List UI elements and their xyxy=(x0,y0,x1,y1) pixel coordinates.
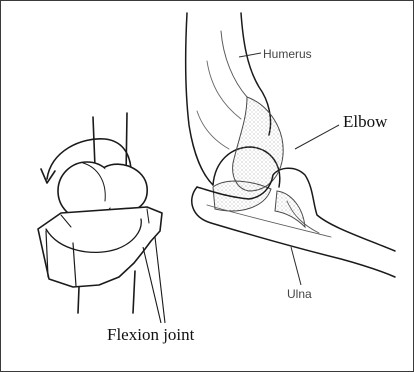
elbow-label: Elbow xyxy=(343,112,387,132)
ulna-cartilage xyxy=(275,191,305,227)
lower-rod-right xyxy=(133,271,135,313)
humerus-cartilage xyxy=(233,97,284,191)
flexion-joint-label: Flexion joint xyxy=(107,325,194,345)
humerus-leader xyxy=(239,53,261,57)
cartilage-stipple xyxy=(213,97,305,227)
hinge-ball-rear xyxy=(105,164,147,213)
hinge-joint-model xyxy=(38,113,162,313)
ulna-leader xyxy=(291,247,301,285)
upper-rod-left xyxy=(93,117,95,167)
ulna-label: Ulna xyxy=(287,287,312,301)
elbow-leader xyxy=(295,125,339,149)
humerus-label: Humerus xyxy=(263,47,312,61)
flexion-joint-pointer xyxy=(143,237,165,323)
lower-rod-left xyxy=(78,287,79,313)
trochlea-cartilage xyxy=(213,181,271,211)
